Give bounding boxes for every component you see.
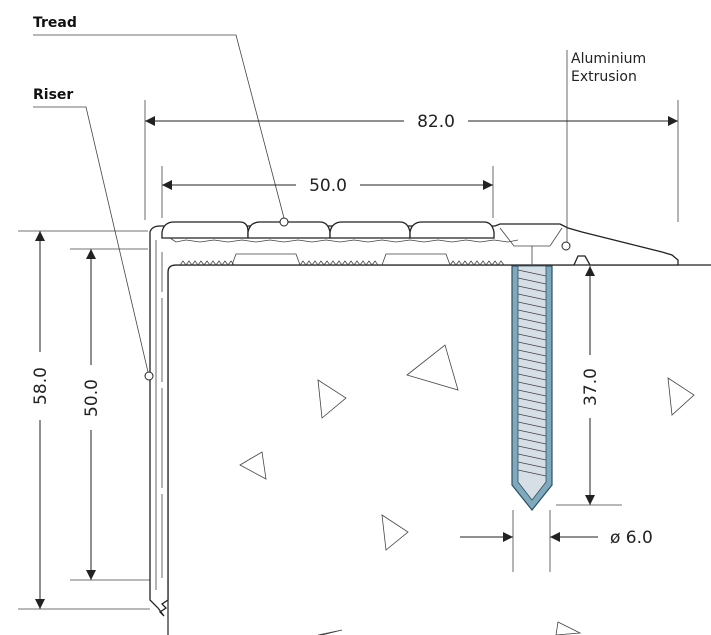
extrusion-label-line1: Aluminium (571, 51, 646, 67)
dim-riser-height: 50.0 (70, 248, 150, 581)
tread-leader-line (33, 34, 285, 219)
callouts (33, 34, 568, 381)
dim-tread-width-value: 50.0 (309, 176, 347, 196)
dim-overall-width-value: 82.0 (417, 112, 455, 132)
extrusion-label-line2: Extrusion (571, 69, 637, 85)
tread-callout-dot (279, 217, 289, 227)
dim-riser-height-value: 50.0 (82, 379, 102, 417)
dim-tread-width: 50.0 (161, 166, 494, 218)
concrete-step (167, 264, 711, 635)
riser-leader-line (33, 106, 149, 373)
dim-screw-depth: 37.0 (556, 266, 622, 506)
tread-label: Tread (33, 15, 77, 31)
riser-callout-dot (144, 371, 154, 381)
aluminium-extrusion-profile (149, 221, 679, 617)
dim-screw-depth-value: 37.0 (581, 368, 601, 406)
dim-screw-diameter-value: ø 6.0 (610, 528, 653, 548)
dim-overall-height-value: 58.0 (31, 367, 51, 405)
dim-overall-height: 58.0 (18, 230, 150, 610)
dim-screw-diameter: ø 6.0 (460, 510, 653, 572)
dim-overall-width: 82.0 (144, 100, 679, 222)
screw (511, 246, 553, 511)
riser-label: Riser (33, 87, 73, 103)
